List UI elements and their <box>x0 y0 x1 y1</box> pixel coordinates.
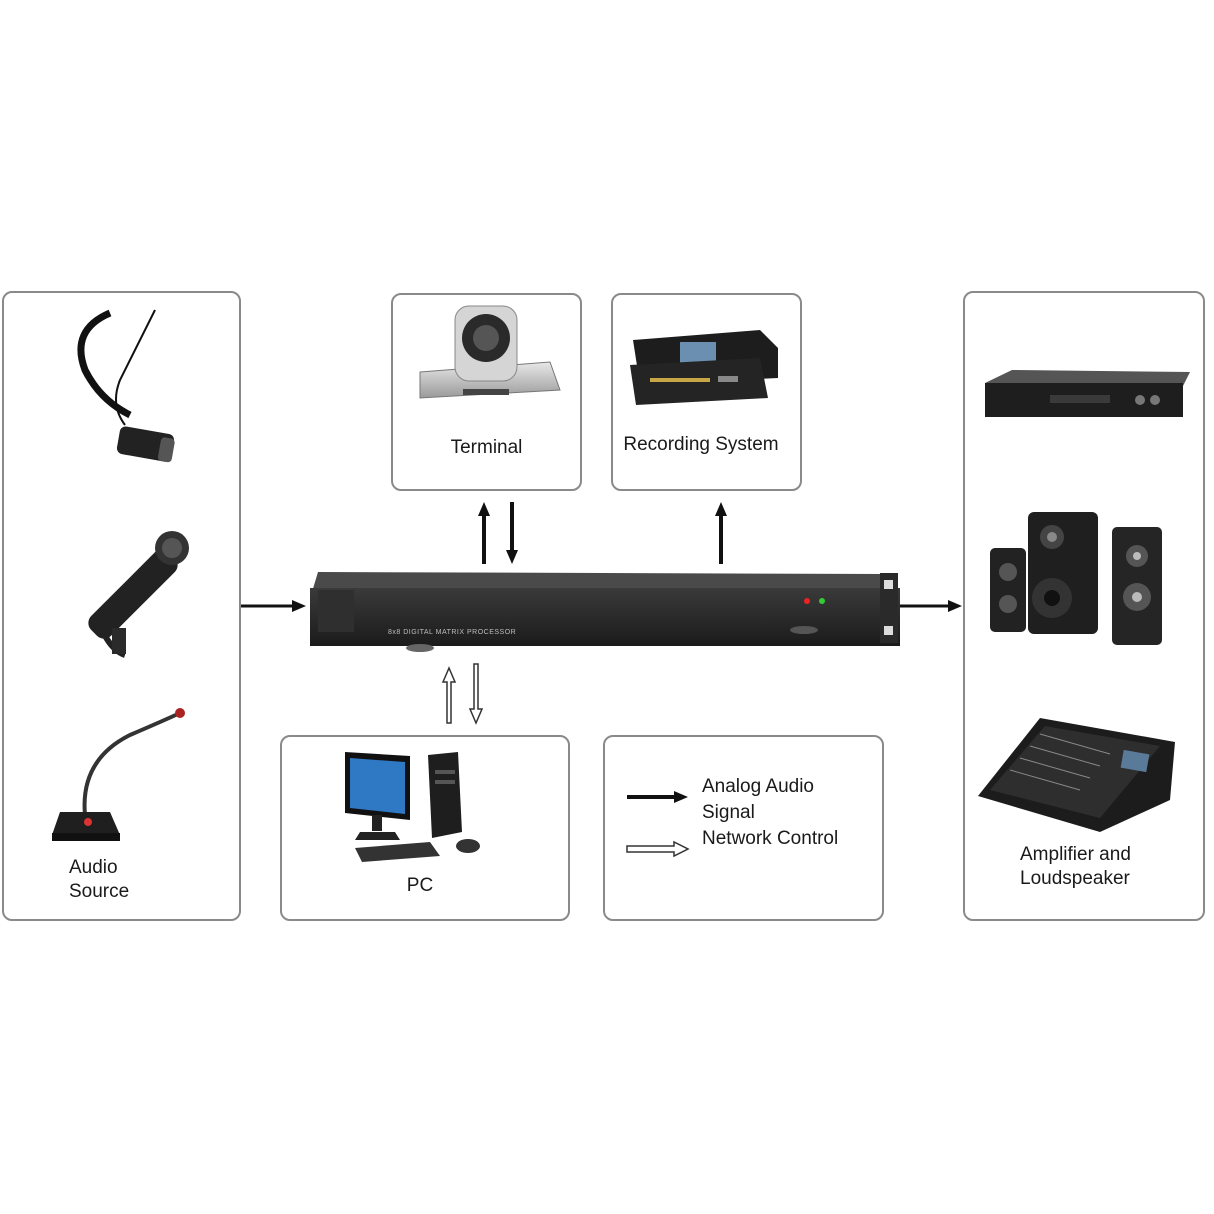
power-amplifier-icon <box>985 370 1190 417</box>
network-control-arrows <box>441 663 484 725</box>
legend-network-label: Network Control <box>702 828 839 849</box>
pc-box <box>280 735 570 921</box>
device-panel-label: 8x8 DIGITAL MATRIX PROCESSOR <box>388 629 517 636</box>
pc-label: PC <box>406 875 434 896</box>
matrix-processor-device <box>310 572 900 652</box>
legend-box <box>603 735 884 921</box>
audio-source-label-line1: Audio <box>69 857 118 878</box>
terminal-label: Terminal <box>450 437 523 458</box>
analog-arrows <box>241 502 962 612</box>
amplifier-label-line2: Loudspeaker <box>1020 868 1130 889</box>
recording-system-label: Recording System <box>623 434 779 455</box>
handheld-microphone-icon <box>88 531 189 658</box>
mixing-console-icon <box>978 718 1175 832</box>
audio-source-label-line2: Source <box>69 881 130 902</box>
speaker-system-icon <box>990 512 1162 645</box>
desktop-pc-icon <box>345 752 480 862</box>
gooseneck-microphone-icon <box>52 708 185 841</box>
legend-hollow-arrow-icon <box>626 840 690 858</box>
legend-analog-line1: Analog Audio <box>702 776 814 797</box>
legend-solid-arrow-icon <box>627 791 688 803</box>
video-camera-icon <box>419 305 561 399</box>
legend-analog-line2: Signal <box>702 802 755 823</box>
hanging-microphone-icon <box>77 309 175 463</box>
recording-system-icon <box>630 330 778 405</box>
amplifier-label-line1: Amplifier and <box>1020 844 1131 865</box>
